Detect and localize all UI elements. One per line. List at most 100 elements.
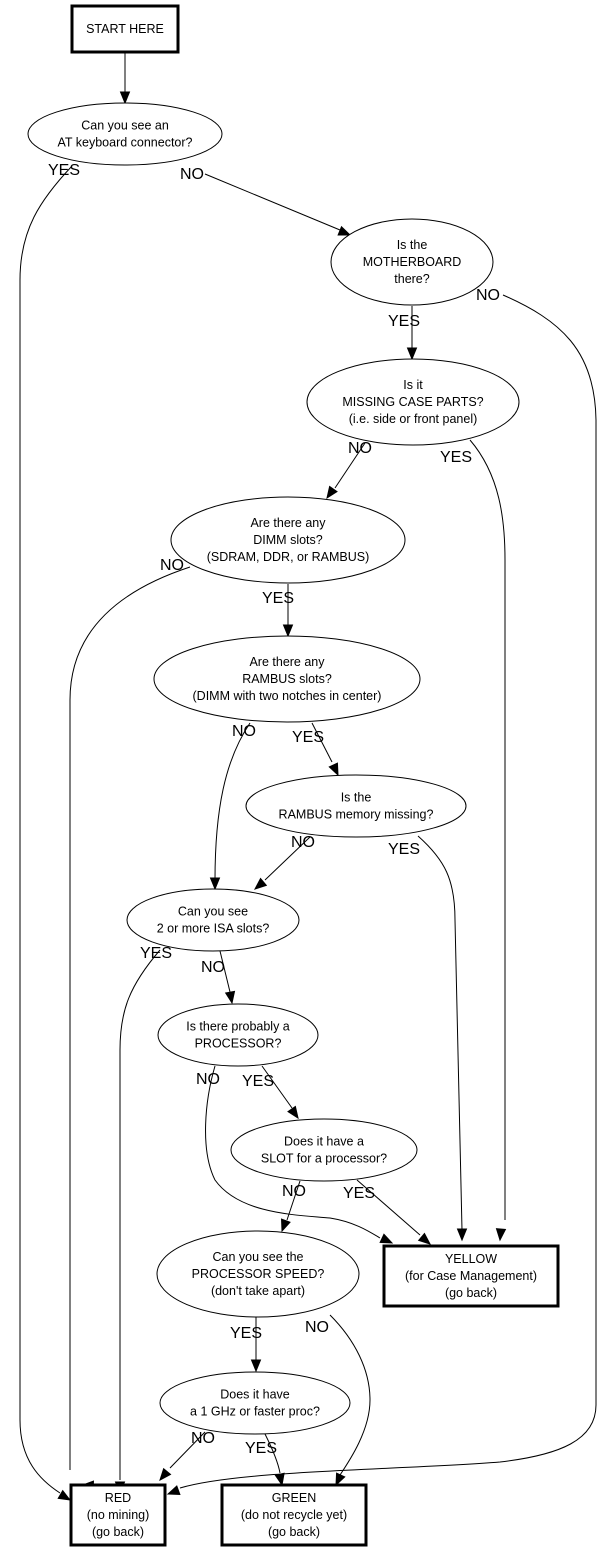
node-ellipse	[245, 774, 467, 838]
node-box	[70, 4, 180, 54]
arrowhead-icon	[495, 1228, 507, 1242]
arrowhead-icon	[166, 1485, 181, 1495]
arrowhead-icon	[159, 1467, 172, 1482]
arrowhead-icon	[281, 1218, 291, 1233]
arrowhead-icon	[287, 1105, 299, 1120]
node-q-isa: Can you see 2 or more ISA slots?	[126, 888, 300, 952]
node-text-line: RAMBUS slots?	[242, 672, 332, 686]
node-text-line: a 1 GHz or faster proc?	[190, 1405, 320, 1419]
edge-label-yes: YES	[140, 945, 172, 962]
node-text-line: AT keyboard connector?	[57, 136, 192, 150]
edge-label-no: NO	[232, 723, 256, 740]
node-text-line: (for Case Management)	[405, 1269, 537, 1283]
node-q-processor: Is there probably a PROCESSOR?	[157, 1003, 319, 1067]
edge-q_case_parts-to-yellow	[469, 439, 506, 1220]
arrowhead-icon	[379, 1233, 394, 1244]
node-text-line: (DIMM with two notches in center)	[193, 689, 382, 703]
node-text-line: DIMM slots?	[253, 533, 323, 547]
node-ellipse	[170, 496, 406, 584]
edge-label-no: NO	[348, 440, 372, 457]
node-text-line: MISSING CASE PARTS?	[342, 395, 483, 409]
node-text-line: SLOT for a processor?	[261, 1152, 387, 1166]
edge-q_1ghz-to-red	[169, 1431, 206, 1469]
arrowhead-icon	[326, 485, 338, 500]
edge-q_speed_visible-to-green	[329, 1314, 371, 1476]
node-text-line: Does it have	[220, 1388, 290, 1402]
node-ellipse	[153, 635, 421, 723]
node-text-line: GREEN	[272, 1491, 316, 1505]
edge-q_rambus_missing-to-q_isa	[264, 836, 311, 881]
edge-q_slot-to-yellow	[356, 1179, 421, 1236]
node-ellipse	[157, 1003, 319, 1067]
node-text-line: (SDRAM, DDR, or RAMBUS)	[207, 550, 370, 564]
node-ellipse	[230, 1118, 418, 1182]
arrowhead-icon	[224, 990, 236, 1005]
edge-q_motherboard-to-red	[179, 294, 597, 1489]
node-text-line: there?	[394, 272, 429, 286]
node-text-line: Can you see	[178, 905, 248, 919]
node-ellipse	[306, 358, 520, 446]
node-text-line: 2 or more ISA slots?	[157, 922, 270, 936]
edge-label-yes: YES	[262, 590, 294, 607]
arrowhead-icon	[417, 1232, 432, 1245]
node-text-line: Is there probably a	[186, 1020, 290, 1034]
edge-q_at_keyboard-to-q_motherboard	[204, 173, 341, 231]
node-red: RED (no mining) (go back)	[69, 1483, 167, 1547]
node-text-line: (don't take apart)	[211, 1284, 305, 1298]
edge-label-no: NO	[196, 1071, 220, 1088]
node-text-line: (go back)	[92, 1525, 144, 1539]
edge-q_processor-to-q_slot	[261, 1065, 293, 1109]
node-text-line: PROCESSOR?	[195, 1037, 282, 1051]
edge-label-yes: YES	[48, 162, 80, 179]
node-text-line: Can you see the	[212, 1250, 303, 1264]
node-text-line: RED	[105, 1491, 131, 1505]
node-start: START HERE	[70, 4, 180, 54]
node-text-line: (i.e. side or front panel)	[349, 412, 478, 426]
edge-label-no: NO	[476, 287, 500, 304]
edge-label-yes: YES	[245, 1440, 277, 1457]
node-ellipse	[126, 888, 300, 952]
arrowhead-icon	[282, 624, 294, 638]
node-text-line: Are there any	[250, 516, 326, 530]
node-text-line: (no mining)	[87, 1508, 150, 1522]
edge-q_isa-to-red	[119, 949, 161, 1480]
edge-label-no: NO	[291, 834, 315, 851]
edge-q_at_keyboard-to-red	[19, 165, 73, 1494]
node-text-line: MOTHERBOARD	[363, 255, 462, 269]
arrowhead-icon	[57, 1489, 72, 1501]
node-ellipse	[156, 1230, 360, 1318]
edge-q_1ghz-to-green	[264, 1433, 281, 1474]
node-box	[220, 1483, 368, 1547]
edge-label-no: NO	[180, 166, 204, 183]
arrowhead-icon	[119, 91, 131, 105]
edge-label-yes: YES	[230, 1325, 262, 1342]
node-box	[69, 1483, 167, 1547]
node-text-line: Does it have a	[284, 1135, 364, 1149]
node-ellipse	[330, 218, 494, 306]
node-text-line: (do not recycle yet)	[241, 1508, 347, 1522]
arrowhead-icon	[253, 877, 268, 890]
arrowhead-icon	[337, 225, 352, 236]
arrowhead-icon	[250, 1359, 262, 1373]
edge-label-yes: YES	[343, 1185, 375, 1202]
arrowhead-icon	[456, 1228, 468, 1242]
node-text-line: (go back)	[445, 1286, 497, 1300]
node-text-line: PROCESSOR SPEED?	[192, 1267, 325, 1281]
node-q-1ghz: Does it have a 1 GHz or faster proc?	[159, 1371, 351, 1435]
edge-label-no: NO	[191, 1430, 215, 1447]
edge-q_rambus_missing-to-yellow	[417, 835, 463, 1231]
arrowhead-icon	[274, 1472, 285, 1487]
node-text-line: Is the	[397, 238, 428, 252]
node-text-line: Is the	[341, 791, 372, 805]
edge-label-no: NO	[201, 959, 225, 976]
edge-label-no: NO	[160, 557, 184, 574]
edge-q_rambus_slots-to-q_isa	[214, 722, 251, 881]
node-ellipse	[159, 1371, 351, 1435]
node-ellipse	[27, 102, 223, 166]
